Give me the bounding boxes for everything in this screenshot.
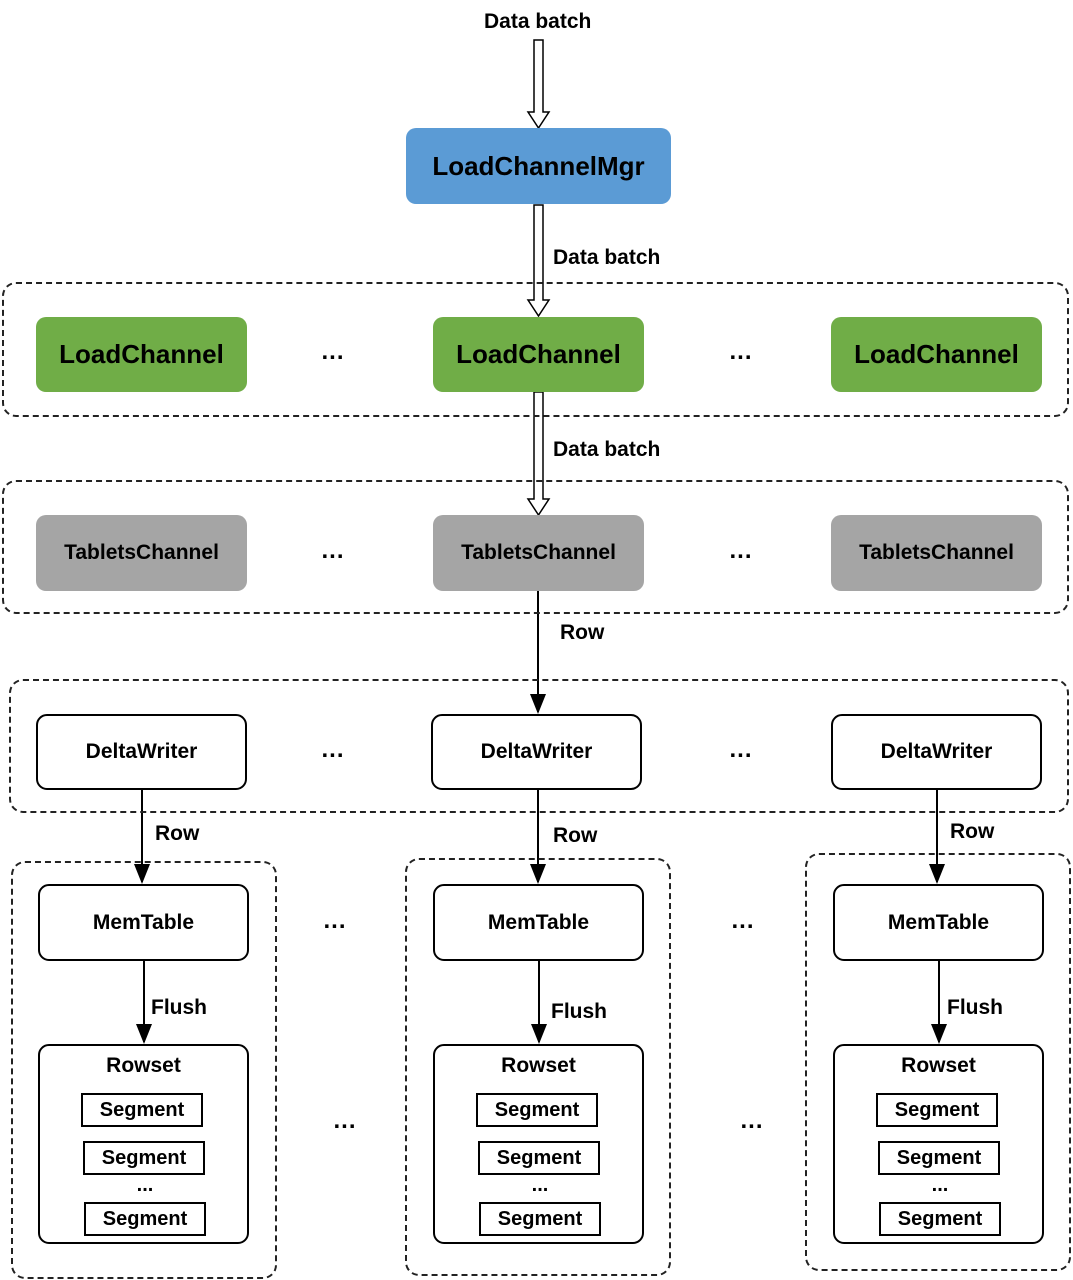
data-batch-label-mid: Data batch <box>553 246 661 269</box>
rowset-right: Rowset Segment Segment ... Segment <box>833 1044 1044 1244</box>
tablets-channel-left: TabletsChannel <box>36 515 247 591</box>
rowset-left: Rowset Segment Segment ... Segment <box>38 1044 249 1244</box>
ellipsis-lc-left: ... <box>321 338 345 365</box>
segment-left-2: Segment <box>83 1141 205 1175</box>
rowset-title-center: Rowset <box>501 1054 576 1077</box>
pipeline-group-right <box>805 853 1071 1271</box>
load-channel-right: LoadChannel <box>831 317 1042 392</box>
segment-ellipsis-right: ... <box>931 1174 949 1196</box>
delta-writer-right: DeltaWriter <box>831 714 1042 790</box>
delta-writer-group <box>9 679 1069 813</box>
ellipsis-lc-right: ... <box>729 338 753 365</box>
flush-label-right: Flush <box>947 996 1003 1019</box>
row-label-right: Row <box>950 820 995 843</box>
tablets-channel-group <box>2 480 1069 614</box>
delta-writer-left: DeltaWriter <box>36 714 247 790</box>
tablets-channel-right: TabletsChannel <box>831 515 1042 591</box>
segment-center-3: Segment <box>479 1202 601 1236</box>
pipeline-group-center <box>405 858 671 1276</box>
load-channel-left: LoadChannel <box>36 317 247 392</box>
tablets-channel-center: TabletsChannel <box>433 515 644 591</box>
segment-center-1: Segment <box>476 1093 598 1127</box>
data-batch-label-top: Data batch <box>484 10 592 33</box>
ellipsis-tc-left: ... <box>321 537 345 564</box>
segment-right-1: Segment <box>876 1093 998 1127</box>
ellipsis-rowset-left: ... <box>333 1107 357 1134</box>
pipeline-group-left <box>11 861 277 1279</box>
ellipsis-tc-right: ... <box>729 537 753 564</box>
segment-left-1: Segment <box>81 1093 203 1127</box>
rowset-title-right: Rowset <box>901 1054 976 1077</box>
load-channel-mgr: LoadChannelMgr <box>406 128 671 204</box>
mem-table-center: MemTable <box>433 884 644 961</box>
data-batch-label-low: Data batch <box>553 438 661 461</box>
segment-center-2: Segment <box>478 1141 600 1175</box>
mem-table-left: MemTable <box>38 884 249 961</box>
delta-writer-center: DeltaWriter <box>431 714 642 790</box>
ellipsis-mt-right: ... <box>731 907 755 934</box>
row-label-left: Row <box>155 822 200 845</box>
ellipsis-dw-right: ... <box>729 736 753 763</box>
segment-right-2: Segment <box>878 1141 1000 1175</box>
rowset-title-left: Rowset <box>106 1054 181 1077</box>
mem-table-right: MemTable <box>833 884 1044 961</box>
ellipsis-mt-left: ... <box>323 907 347 934</box>
flush-label-center: Flush <box>551 1000 607 1023</box>
segment-right-3: Segment <box>879 1202 1001 1236</box>
segment-ellipsis-center: ... <box>531 1174 549 1196</box>
data-batch-arrow-top <box>526 39 551 130</box>
row-label-center: Row <box>553 824 598 847</box>
segment-ellipsis-left: ... <box>136 1174 154 1196</box>
row-label-tablets: Row <box>560 621 605 644</box>
load-channel-group <box>2 282 1069 417</box>
load-channel-center: LoadChannel <box>433 317 644 392</box>
rowset-center: Rowset Segment Segment ... Segment <box>433 1044 644 1244</box>
flush-label-left: Flush <box>151 996 207 1019</box>
ellipsis-rowset-right: ... <box>740 1107 764 1134</box>
ellipsis-dw-left: ... <box>321 736 345 763</box>
segment-left-3: Segment <box>84 1202 206 1236</box>
